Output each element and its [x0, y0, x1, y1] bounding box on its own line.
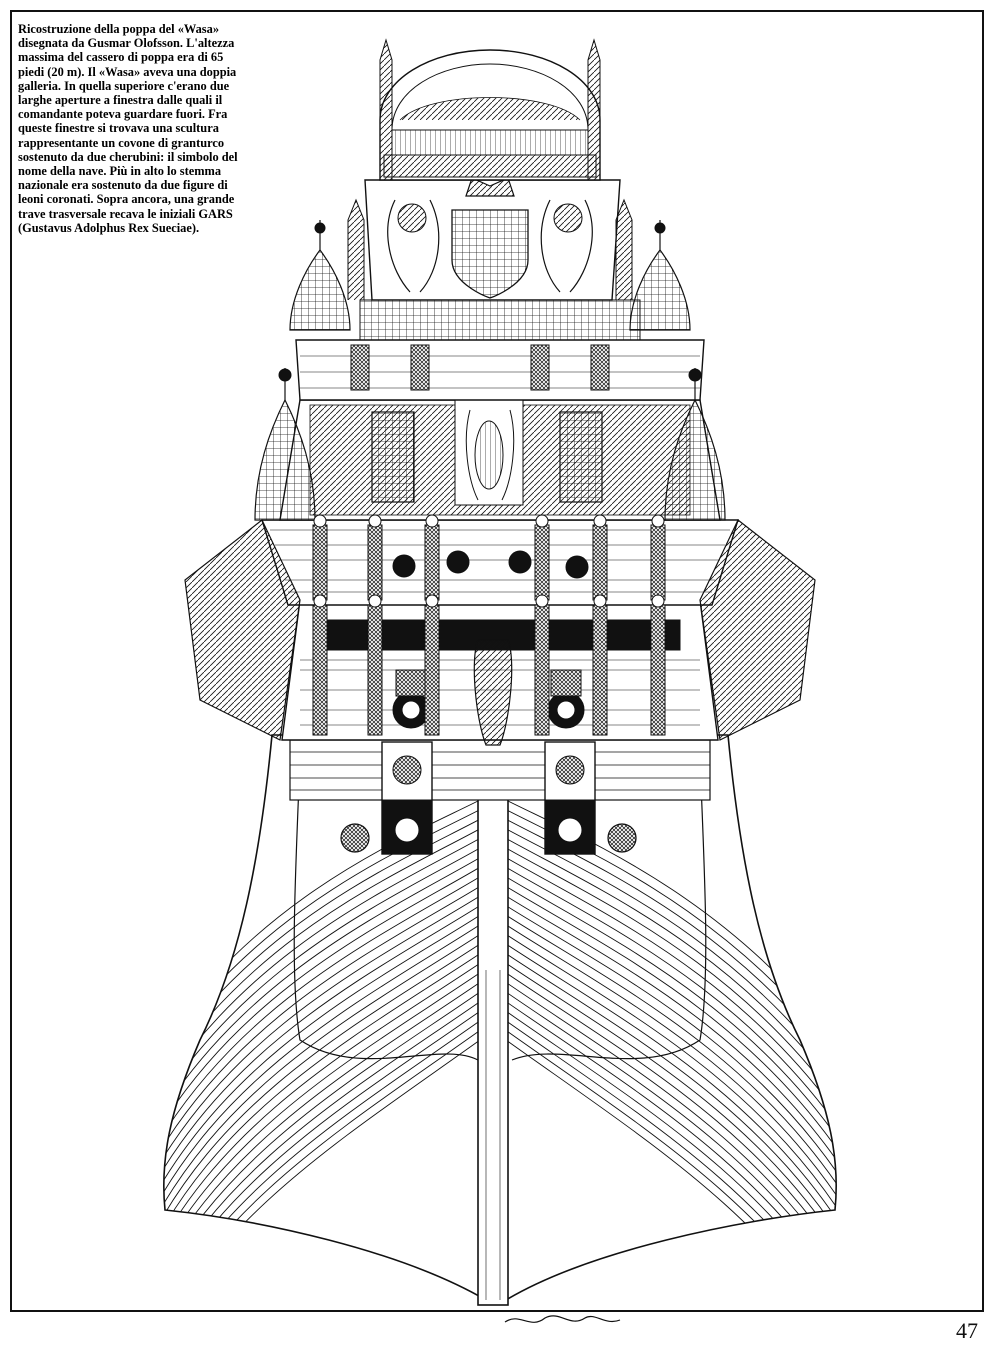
carved-figure-head: [425, 514, 439, 528]
carved-figure: [367, 604, 383, 736]
carved-figure-head: [368, 594, 382, 608]
hull-plank-line: [505, 857, 837, 1133]
side-lanterns: [254, 38, 726, 521]
carved-figure: [350, 344, 370, 391]
upper-gallery: [279, 399, 721, 521]
carved-figure-head: [535, 514, 549, 528]
hull-plank-line: [505, 1039, 837, 1300]
carved-figure: [367, 524, 383, 601]
carved-figure: [650, 524, 666, 601]
hull-plank-line: [505, 914, 837, 1205]
carved-figure: [424, 524, 440, 601]
hull-plank-line: [163, 876, 481, 1157]
hull-plank-line: [163, 953, 481, 1253]
transom: [289, 739, 711, 855]
hull-plank-line: [505, 953, 837, 1253]
hull-plank-line: [163, 914, 481, 1205]
hull-plank-line: [163, 895, 481, 1181]
hull-plank-line: [163, 866, 481, 1145]
carved-figure-head: [593, 594, 607, 608]
carved-figure: [312, 524, 328, 601]
carved-wings: [184, 519, 816, 741]
hull-plank-line: [163, 962, 481, 1265]
carved-figure: [650, 604, 666, 736]
page-frame: [10, 10, 984, 1312]
hull-plank-line: [505, 886, 837, 1169]
carved-figure: [410, 344, 430, 391]
hull-plank-line: [505, 895, 837, 1181]
carved-figure-head: [535, 594, 549, 608]
carved-figure: [312, 604, 328, 736]
hull-plank-line: [163, 905, 481, 1193]
middle-tier: [261, 519, 739, 606]
carved-figure: [534, 604, 550, 736]
carved-figure: [424, 604, 440, 736]
carved-figure: [590, 344, 610, 391]
caption-text: Ricostruzione della poppa del «Wasa» dis…: [18, 22, 238, 235]
carved-figure: [534, 524, 550, 601]
carved-figure-head: [368, 514, 382, 528]
carved-figure: [592, 604, 608, 736]
hull-plank-line: [505, 924, 837, 1217]
hull-plank-line: [505, 934, 837, 1229]
statue-columns: [312, 344, 666, 736]
artist-signature: [504, 1315, 621, 1323]
stern-crown: [379, 49, 601, 181]
carved-figure: [530, 344, 550, 391]
hull-plank-line: [505, 876, 837, 1157]
coat-of-arms-panel: [364, 177, 621, 301]
hull: [162, 639, 838, 1306]
hull-plank-line: [505, 847, 837, 1121]
hull-plank-line: [163, 886, 481, 1169]
carved-figure-head: [593, 514, 607, 528]
hull-plank-line: [505, 943, 837, 1241]
hull-plank-line: [163, 924, 481, 1217]
hull-plank-line: [505, 962, 837, 1265]
hull-plank-line: [163, 857, 481, 1133]
page-number: 47: [956, 1318, 978, 1343]
carved-figure-head: [651, 594, 665, 608]
hull-plank-line: [163, 934, 481, 1229]
carved-figure-head: [651, 514, 665, 528]
carved-figure-head: [313, 514, 327, 528]
hull-plank-line: [505, 905, 837, 1193]
hull-plank-line: [163, 943, 481, 1241]
carved-figure-head: [425, 594, 439, 608]
carved-figure: [592, 524, 608, 601]
hull-plank-line: [163, 1039, 481, 1300]
hull-plank-line: [505, 866, 837, 1145]
carved-figure-head: [313, 594, 327, 608]
